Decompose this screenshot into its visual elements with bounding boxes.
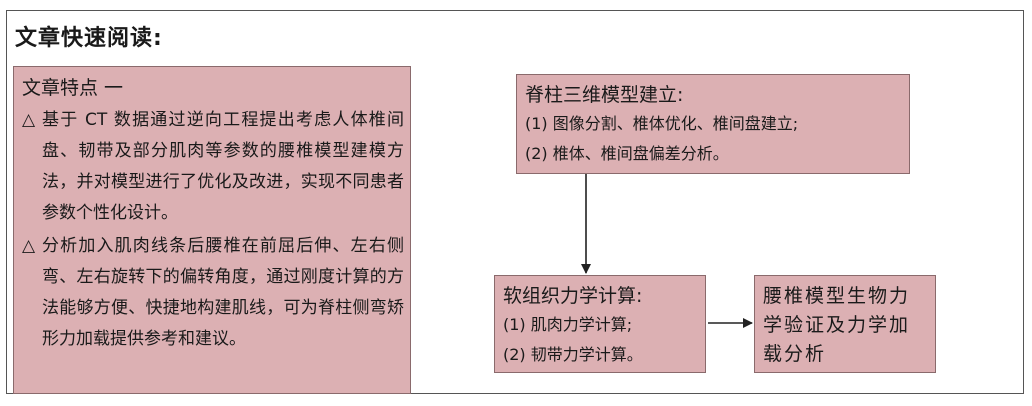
page-title: 文章快速阅读: [15, 26, 163, 51]
soft-tissue-step-1: (1) 肌肉力学计算; [503, 315, 633, 334]
feature-text-1: 基于 CT 数据通过逆向工程提出考虑人体椎间盘、韧带及部分肌肉等参数的腰椎模型建… [42, 110, 404, 223]
final-analysis-text: 腰椎模型生物力学验证及力学加载分析 [763, 285, 911, 365]
summary-frame [6, 10, 1024, 394]
feature-item-1: △ 基于 CT 数据通过逆向工程提出考虑人体椎间盘、韧带及部分肌肉等参数的腰椎模… [22, 105, 404, 229]
soft-tissue-step-2: (2) 韧带力学计算。 [503, 345, 643, 364]
features-heading: 文章特点 一 [22, 77, 124, 99]
spine-model-heading: 脊柱三维模型建立: [525, 84, 684, 106]
final-analysis-box: 腰椎模型生物力学验证及力学加载分析 [754, 275, 936, 373]
feature-text-2: 分析加入肌肉线条后腰椎在前屈后伸、左右侧弯、左右旋转下的偏转角度，通过刚度计算的… [42, 236, 404, 349]
soft-tissue-box: 软组织力学计算: (1) 肌肉力学计算; (2) 韧带力学计算。 [494, 275, 706, 373]
triangle-bullet-icon: △ [22, 236, 36, 256]
triangle-bullet-icon: △ [22, 110, 36, 130]
spine-model-step-2: (2) 椎体、椎间盘偏差分析。 [525, 144, 729, 163]
spine-model-box: 脊柱三维模型建立: (1) 图像分割、椎体优化、椎间盘建立; (2) 椎体、椎间… [516, 74, 910, 174]
soft-tissue-heading: 软组织力学计算: [503, 285, 643, 307]
feature-item-2: △ 分析加入肌肉线条后腰椎在前屈后伸、左右侧弯、左右旋转下的偏转角度，通过刚度计… [22, 231, 404, 355]
spine-model-step-1: (1) 图像分割、椎体优化、椎间盘建立; [525, 114, 799, 133]
features-box: 文章特点 一 △ 基于 CT 数据通过逆向工程提出考虑人体椎间盘、韧带及部分肌肉… [13, 66, 411, 394]
